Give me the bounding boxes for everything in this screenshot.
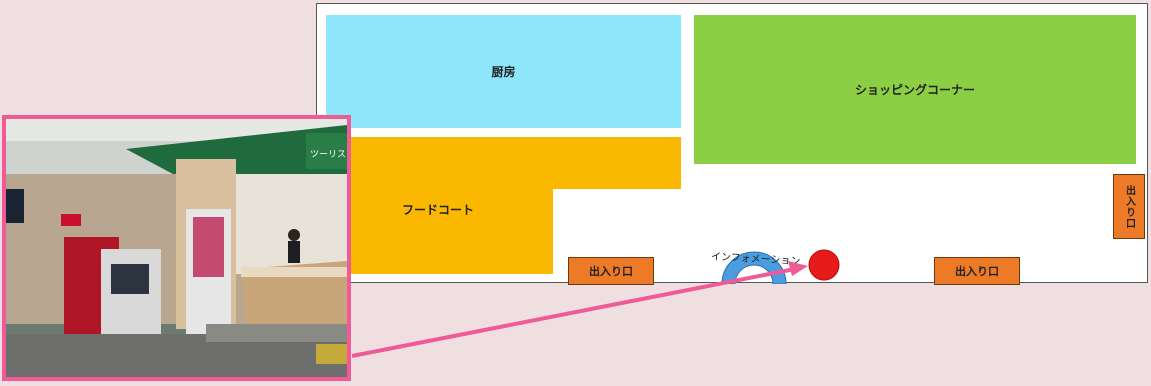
entrance-exit-right: 出入り口 [934,257,1020,285]
food-court-label: フードコート [402,203,475,217]
shopping-corner-label: ショッピングコーナー [854,83,975,97]
food-court-shape [326,137,681,274]
kitchen-area: 厨房 [326,15,681,128]
floor-map: 厨房 ショッピングコーナー フードコート 出入り口 出入り口 出入り口 インフォ… [316,3,1148,285]
photo-sign-text: ツーリスト [310,150,347,160]
shopping-corner-area: ショッピングコーナー [694,15,1136,164]
kitchen-label: 厨房 [491,65,516,79]
entrance-exit-side-label: 出入り口 [1123,184,1135,229]
location-marker [808,249,840,281]
entrance-exit-side: 出入り口 [1113,174,1145,239]
information-desk-photo: ツーリスト [2,115,351,381]
entrance-exit-right-label: 出入り口 [955,265,999,278]
